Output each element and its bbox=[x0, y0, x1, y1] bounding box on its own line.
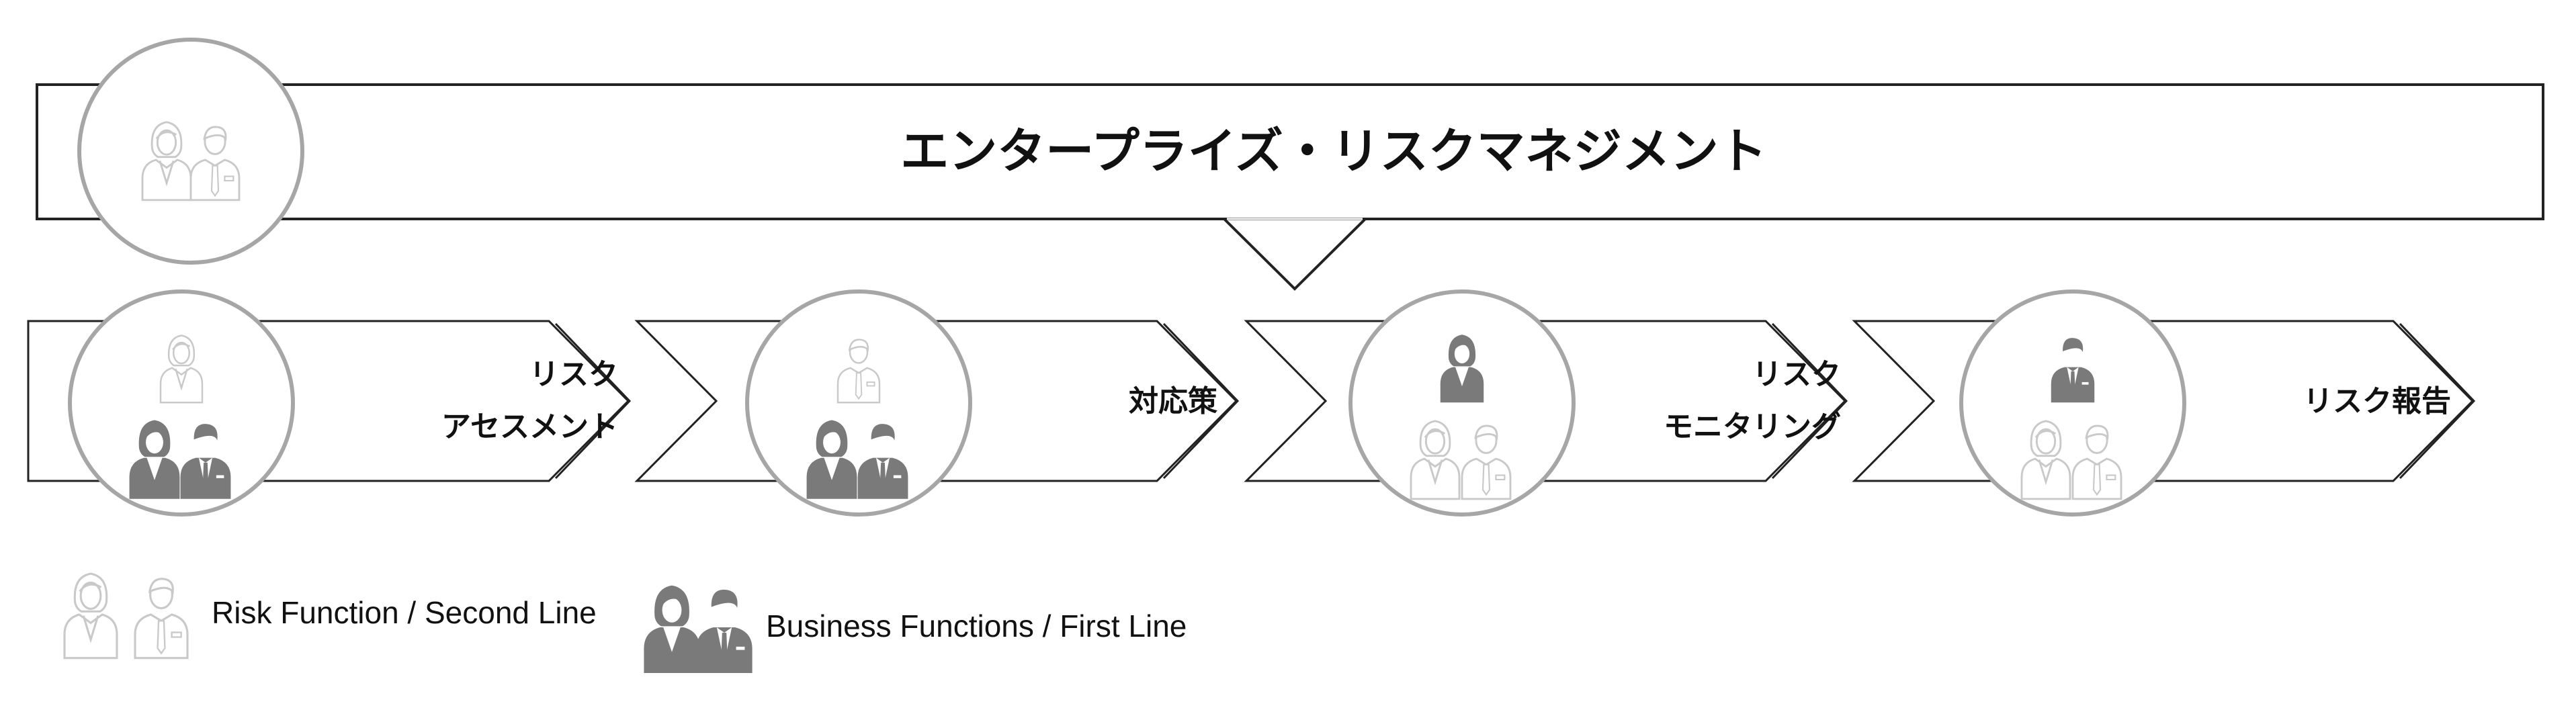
legend: Risk Function / Second Line Business Fun… bbox=[63, 572, 1187, 673]
step-chevron-inner bbox=[2399, 322, 2476, 480]
legend-risk-label: Risk Function / Second Line bbox=[212, 595, 597, 630]
legend-risk-icon bbox=[63, 572, 189, 660]
process-step-4: リスク報告 bbox=[1852, 289, 2476, 517]
step-label: 対応策 bbox=[1129, 384, 1217, 418]
header-circle bbox=[77, 38, 304, 265]
step-label-line2: アセスメント bbox=[441, 410, 618, 444]
step-label-line2: モニタリング bbox=[1664, 410, 1841, 444]
step-chevron-inner bbox=[554, 322, 632, 480]
legend-business-label: Business Functions / First Line bbox=[766, 609, 1187, 643]
step-label-line1: リスク bbox=[529, 357, 618, 392]
process-step-2: 対応策 bbox=[634, 289, 1240, 517]
step-circle bbox=[1959, 289, 2186, 517]
step-chevron-inner bbox=[1162, 322, 1240, 480]
legend-business-icon bbox=[644, 585, 753, 673]
header-box bbox=[36, 83, 2544, 220]
step-chevron-inner bbox=[1771, 322, 1848, 480]
header-pointer bbox=[1221, 218, 1369, 291]
header-banner: エンタープライズ・リスクマネジメント bbox=[36, 38, 2544, 291]
step-circle bbox=[1348, 289, 1576, 517]
diagram-title: エンタープライズ・リスクマネジメント bbox=[900, 123, 1767, 179]
step-label: リスク報告 bbox=[2303, 384, 2451, 418]
step-label-line1: リスク bbox=[1752, 357, 1841, 392]
